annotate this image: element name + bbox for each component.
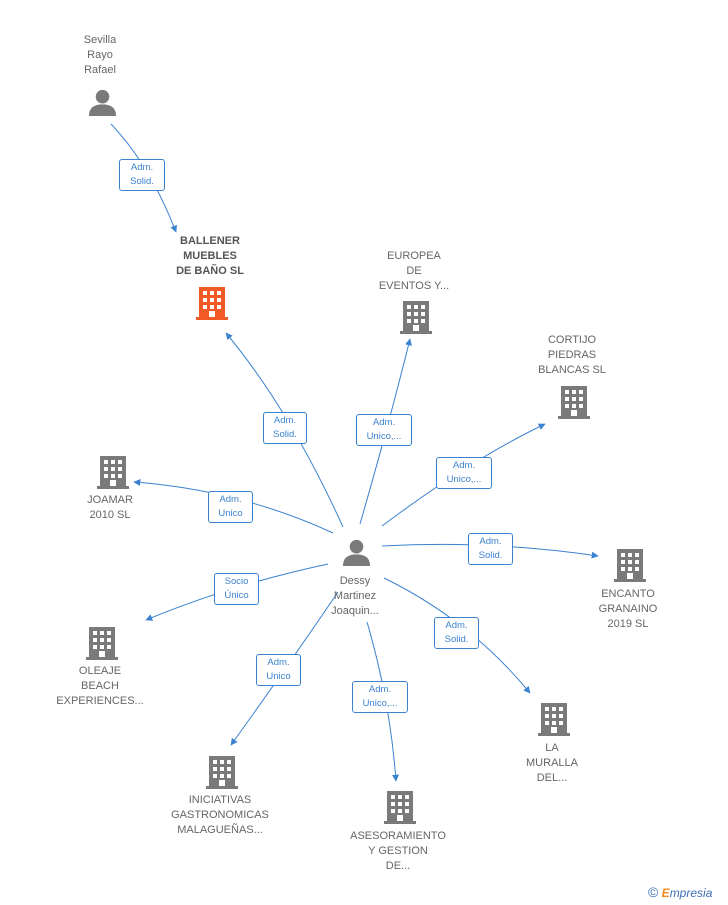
copyright-symbol: © — [648, 884, 659, 900]
edge-badge-dessy-muralla: Adm. Solid. — [434, 617, 479, 649]
building-icon — [97, 456, 129, 489]
edge-badge-dessy-ballener: Adm. Solid. — [263, 412, 307, 444]
node-label-cortijo[interactable]: CORTIJO PIEDRAS BLANCAS SL — [538, 334, 606, 376]
building-icon — [384, 791, 416, 824]
node-label-dessy[interactable]: Dessy Martinez Joaquin... — [331, 575, 379, 617]
node-label-oleaje[interactable]: OLEAJE BEACH EXPERIENCES... — [56, 665, 144, 707]
building-icon — [614, 549, 646, 582]
edge-badge-dessy-asesoramiento: Adm. Unico,... — [352, 681, 408, 713]
edge-badge-dessy-encanto: Adm. Solid. — [468, 533, 513, 565]
edge-badge-dessy-joamar: Adm. Unico — [208, 491, 253, 523]
edge-badge-sevilla-ballener: Adm. Solid. — [119, 159, 165, 191]
brand-logo-initial: E — [661, 886, 670, 900]
brand-footer[interactable]: © Empresia — [648, 884, 712, 900]
building-icon — [400, 301, 432, 334]
building-icon — [196, 287, 228, 320]
node-label-encanto[interactable]: ENCANTO GRANAINO 2019 SL — [598, 588, 658, 630]
building-icon — [558, 386, 590, 419]
node-label-muralla[interactable]: LA MURALLA DEL... — [526, 742, 578, 784]
edge-badge-dessy-europea: Adm. Unico,... — [356, 414, 412, 446]
edge-badge-dessy-cortijo: Adm. Unico,... — [436, 457, 492, 489]
node-label-ballener[interactable]: BALLENER MUEBLES DE BAÑO SL — [176, 235, 244, 277]
person-icon — [342, 539, 371, 567]
brand-logo-text: mpresia — [669, 886, 713, 900]
node-label-europea[interactable]: EUROPEA DE EVENTOS Y... — [378, 250, 450, 292]
person-icon — [88, 89, 117, 117]
edge-badge-dessy-iniciativas: Adm. Unico — [256, 654, 301, 686]
node-label-joamar[interactable]: JOAMAR 2010 SL — [87, 494, 133, 521]
edge-badge-dessy-oleaje: Socio Único — [214, 573, 259, 605]
building-icon — [538, 703, 570, 736]
node-label-asesoramiento[interactable]: ASESORAMIENTO Y GESTION DE... — [350, 830, 446, 872]
node-label-iniciativas[interactable]: INICIATIVAS GASTRONOMICAS MALAGUEÑAS... — [171, 794, 269, 836]
building-icon — [206, 756, 238, 789]
building-icon — [86, 627, 118, 660]
node-label-sevilla[interactable]: Sevilla Rayo Rafael — [83, 34, 117, 76]
